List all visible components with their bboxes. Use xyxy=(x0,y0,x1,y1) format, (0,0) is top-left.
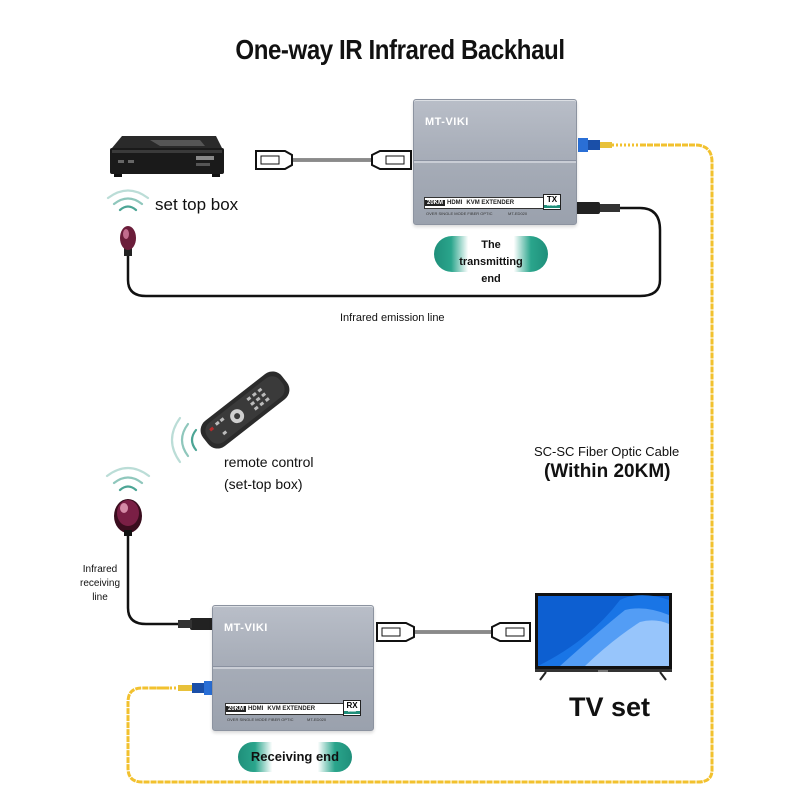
rx-tag-sub: Receiver xyxy=(344,711,360,714)
set-top-box-icon xyxy=(110,136,224,177)
receiving-end-label: Receiving end xyxy=(250,749,340,764)
tx-strip-20km: 20KM xyxy=(425,200,446,206)
rx-strip-kvm: KVM EXTENDER xyxy=(267,706,316,712)
tx-tag-sub: Transmitter xyxy=(544,205,560,208)
tv-icon xyxy=(535,593,672,681)
infrared-receiving-line-label: Infrared receiving line xyxy=(79,564,121,603)
tx-label-strip: 20KM HDMI KVM EXTENDER xyxy=(424,197,554,209)
tx-strip-hdmi: HDMI xyxy=(447,200,463,206)
remote-control-label: remote control (set-top box) xyxy=(224,451,313,495)
sc-connector-icon xyxy=(578,138,612,152)
remote-control-label-line2: (set-top box) xyxy=(224,476,303,492)
fiber-cable-label: SC-SC Fiber Optic Cable (Within 20KM) xyxy=(534,444,679,483)
tx-fine-print: OVER SINGLE MODE FIBER OPTIC xyxy=(426,211,493,216)
receiving-end-badge: Receiving end xyxy=(238,742,352,772)
rx-strip-hdmi: HDMI xyxy=(248,706,264,712)
ir-receiver-icon xyxy=(114,499,142,536)
remote-control-label-line1: remote control xyxy=(224,454,314,470)
hdmi-cable-icon xyxy=(376,622,531,642)
remote-control-icon xyxy=(200,371,290,449)
tx-tag: TX Transmitter xyxy=(543,194,561,210)
transmitting-end-badge: The transmitting end xyxy=(434,236,548,285)
wifi-wave-icon xyxy=(105,466,151,492)
tx-brand-logo: MT-VIKI xyxy=(425,116,469,128)
tx-model: MT-ED020 xyxy=(508,211,528,216)
ir-emitter-icon xyxy=(120,226,136,256)
rx-strip-20km: 20KM xyxy=(226,706,247,712)
rx-device: MT-VIKI 20KM HDMI KVM EXTENDER OVER SING… xyxy=(212,605,374,731)
rx-model: MT-ED020 xyxy=(307,717,327,722)
sc-connector-icon xyxy=(178,681,214,695)
wifi-wave-icon xyxy=(106,189,150,212)
hdmi-cable-icon xyxy=(255,150,412,170)
infrared-emission-line-label: Infrared emission line xyxy=(340,312,445,324)
rx-tag: RX Receiver xyxy=(343,700,361,716)
infrared-receiving-cable xyxy=(126,530,180,626)
infrared-emission-cable xyxy=(126,206,662,298)
tx-strip-kvm: KVM EXTENDER xyxy=(466,200,515,206)
set-top-box-label: set top box xyxy=(155,195,239,214)
tx-tag-label: TX xyxy=(546,195,558,204)
transmitting-end-label: The transmitting end xyxy=(459,239,523,285)
tx-device: MT-VIKI 20KM HDMI KVM EXTENDER OVER SING… xyxy=(413,99,577,225)
tv-set-label: TV set xyxy=(569,692,651,722)
fiber-optic-cable xyxy=(126,143,714,784)
rx-label-strip: 20KM HDMI KVM EXTENDER xyxy=(225,703,351,715)
rx-fine-print: OVER SINGLE MODE FIBER OPTIC xyxy=(227,717,294,722)
fiber-cable-label-line2: (Within 20KM) xyxy=(544,461,671,482)
rx-tag-label: RX xyxy=(346,701,358,710)
page-title: One-way IR Infrared Backhaul xyxy=(235,34,565,65)
rx-brand-logo: MT-VIKI xyxy=(224,622,268,634)
fiber-cable-label-line1: SC-SC Fiber Optic Cable xyxy=(534,444,680,459)
wifi-wave-icon xyxy=(170,416,198,464)
